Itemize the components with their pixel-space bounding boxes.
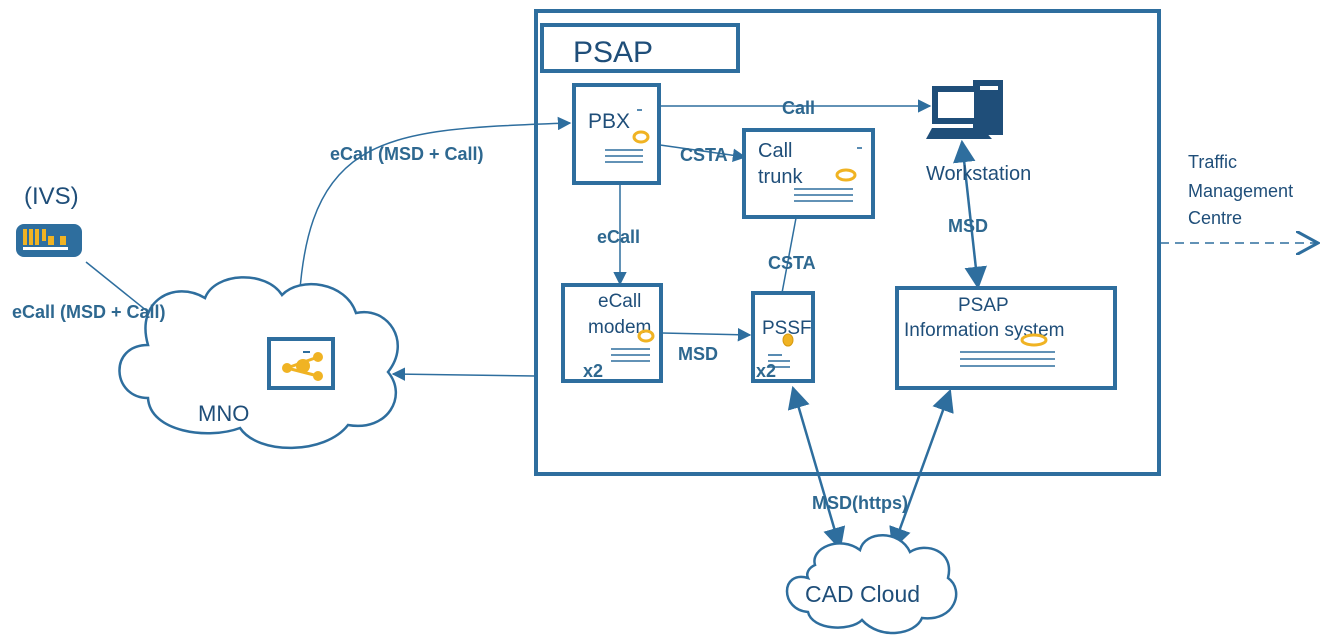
edge-pssf-cad — [787, 385, 846, 551]
modem-dot-icon — [637, 329, 655, 343]
label-csta-2: CSTA — [768, 253, 816, 273]
mno-label: MNO — [198, 401, 249, 426]
psap-title-box — [540, 23, 740, 73]
label-ecall: eCall — [597, 227, 640, 247]
cad-cloud-label: CAD Cloud — [805, 581, 920, 607]
psap-info-label-1: PSAP — [958, 295, 1009, 316]
tmc-label-2: Management — [1188, 181, 1293, 201]
ecall-modem-node: eCall modem x2 — [561, 283, 663, 383]
pbx-node: PBX — [572, 83, 661, 185]
computer-icon — [926, 80, 1003, 139]
edge-info-cad — [889, 388, 954, 551]
edge-pbx-trunk — [659, 144, 747, 162]
tmc-label-1: Traffic — [1188, 152, 1237, 172]
phone-dot-icon — [632, 130, 650, 144]
ivs-device-icon — [16, 224, 82, 257]
call-trunk-node: Call trunk — [742, 128, 875, 219]
cad-cloud — [785, 534, 958, 635]
edge-mno-pbx — [297, 116, 572, 341]
edge-modem-pssf — [661, 327, 752, 342]
label-msd-2: MSD — [948, 216, 988, 236]
pssf-count: x2 — [756, 361, 776, 381]
ecall-modem-label-2: modem — [588, 317, 651, 338]
pssf-node: PSSF x2 — [751, 291, 815, 383]
pssf-dot-icon — [782, 333, 794, 347]
label-msd-1: MSD — [678, 344, 718, 364]
call-trunk-label-2: trunk — [758, 166, 803, 188]
label-csta-1: CSTA — [680, 145, 728, 165]
label-call: Call — [782, 98, 815, 118]
psap-info-label-2: Information system — [904, 320, 1065, 341]
mno-cloud — [118, 276, 399, 450]
edge-workstation-info — [953, 139, 987, 290]
ivs-label: (IVS) — [24, 183, 79, 210]
pbx-label: PBX — [588, 110, 630, 133]
mno-network-icon — [267, 337, 335, 390]
label-ecall-msd-call-2: eCall (MSD + Call) — [12, 302, 166, 322]
trunk-dot-icon — [835, 168, 857, 182]
psap-title: PSAP — [573, 36, 653, 69]
label-ecall-msd-call-1: eCall (MSD + Call) — [330, 144, 484, 164]
ecall-modem-count: x2 — [583, 361, 603, 381]
call-trunk-label-1: Call — [758, 140, 792, 162]
ecall-modem-label-1: eCall — [598, 291, 641, 312]
label-msd-https: MSD(https) — [812, 493, 908, 513]
info-dot-icon — [1020, 333, 1048, 347]
edge-psap-mno — [391, 367, 536, 381]
tmc-label-3: Centre — [1188, 208, 1242, 228]
edge-trunk-pssf — [781, 217, 797, 294]
workstation-label: Workstation — [926, 163, 1031, 185]
pssf-label: PSSF — [762, 318, 812, 339]
psap-info-system-node: PSAP Information system — [895, 286, 1117, 390]
